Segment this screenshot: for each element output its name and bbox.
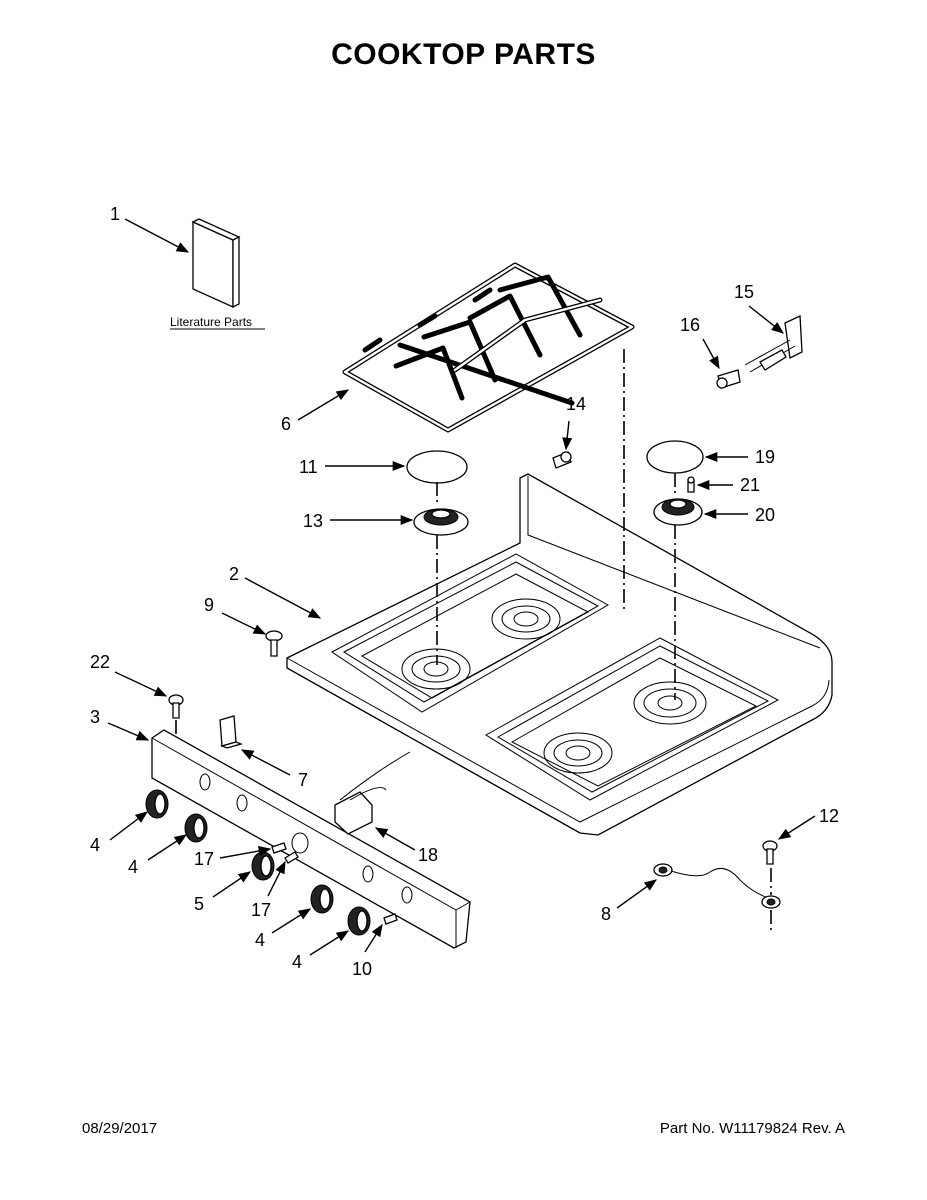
knob-screw-17a (271, 842, 287, 854)
callout-7: 7 (298, 770, 308, 790)
callout-1: 1 (110, 204, 120, 224)
burner-knob-2 (184, 813, 208, 843)
burner-head-large (653, 498, 703, 526)
burner-knob-center (251, 851, 275, 881)
burner-knob-1 (145, 789, 169, 819)
burner-knob-3 (310, 884, 334, 914)
literature-parts-label: Literature Parts (170, 315, 252, 329)
callout-9: 9 (204, 595, 214, 615)
knob-screw-17b (284, 851, 299, 864)
burner-grate (342, 262, 635, 433)
callout-8: 8 (601, 904, 611, 924)
callout-15: 15 (734, 282, 754, 302)
callout-13: 13 (303, 511, 323, 531)
callout-21: 21 (740, 475, 760, 495)
callout-2: 2 (229, 564, 239, 584)
burner-head-screw (687, 476, 695, 493)
callout-4a: 4 (90, 835, 100, 855)
burner-cap-large (646, 440, 704, 474)
leader-lines (107, 218, 816, 956)
burner-head-small (413, 508, 469, 536)
cooktop-bumper (265, 630, 283, 657)
ground-screw (762, 840, 778, 865)
grate-support-bracket (744, 315, 803, 373)
callout-4d: 4 (292, 952, 302, 972)
callout-20: 20 (755, 505, 775, 525)
callout-6: 6 (281, 414, 291, 434)
callout-10: 10 (352, 959, 372, 979)
cooktop-screw (552, 451, 572, 469)
callout-3: 3 (90, 707, 100, 727)
callout-17b: 17 (251, 900, 271, 920)
knob-screw-10 (383, 913, 398, 925)
footer-date: 08/29/2017 (82, 1120, 158, 1137)
callout-4b: 4 (128, 857, 138, 877)
callout-4c: 4 (255, 930, 265, 950)
manifold-clip (219, 715, 244, 749)
callout-18: 18 (418, 845, 438, 865)
callout-5: 5 (194, 894, 204, 914)
bracket-screw (716, 369, 741, 389)
callout-19: 19 (755, 447, 775, 467)
alignment-lines (175, 349, 772, 930)
manifold-screw-top (168, 694, 184, 719)
burner-knob-4 (347, 906, 371, 936)
callout-12: 12 (819, 806, 839, 826)
callout-22: 22 (90, 652, 110, 672)
burner-cap-small (406, 450, 468, 484)
ground-wire (653, 863, 781, 909)
callout-16: 16 (680, 315, 700, 335)
callout-11: 11 (299, 457, 318, 477)
callout-14: 14 (566, 394, 586, 414)
literature-parts-booklet (191, 218, 241, 309)
cooktop-main-top (286, 473, 833, 836)
spark-module (334, 751, 411, 835)
footer-part-number: Part No. W11179824 Rev. A (659, 1120, 845, 1137)
callout-17a: 17 (194, 849, 214, 869)
manifold-panel (151, 729, 471, 949)
page-title: COOKTOP PARTS (331, 38, 596, 71)
